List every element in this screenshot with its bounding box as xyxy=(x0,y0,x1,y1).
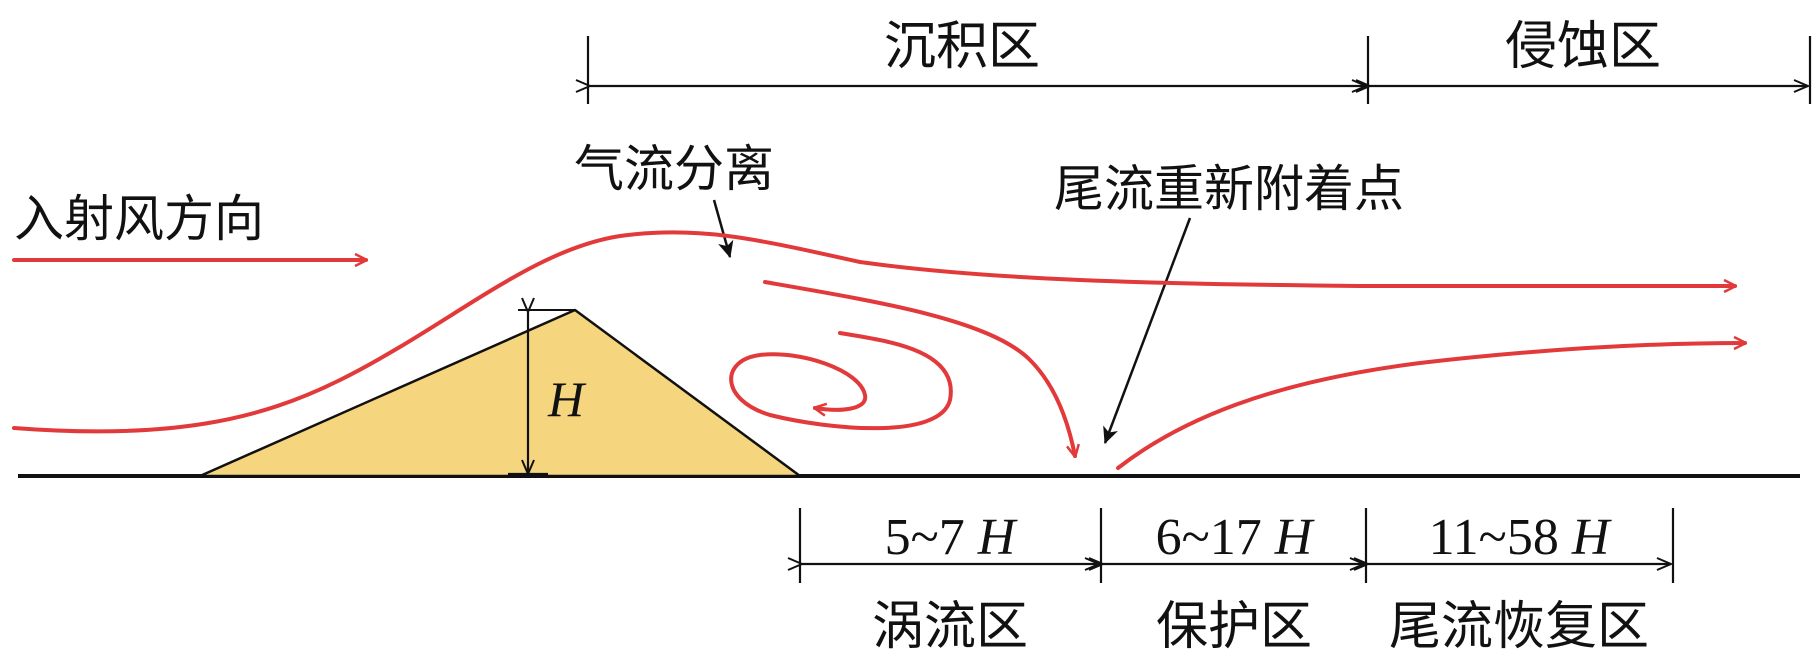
dune-shape xyxy=(198,308,802,478)
height-dimension: H xyxy=(508,312,587,476)
incident-wind-label: 入射风方向 xyxy=(14,190,264,248)
upper-flow-streamline xyxy=(12,230,1737,434)
protection-distance-label: 6~17 H xyxy=(1156,509,1315,566)
separated-flow-streamline xyxy=(763,280,1075,456)
recovery-distance-label: 11~58 H xyxy=(1429,509,1612,566)
wake-recovery-zone-label: 尾流恢复区 xyxy=(1389,597,1649,657)
erosion-zone-dimension: 侵蚀区 xyxy=(1370,17,1812,104)
protection-zone-label: 保护区 xyxy=(1156,597,1312,657)
eddy-distance-label: 5~7 H xyxy=(885,509,1018,566)
wake-reattachment-pointer xyxy=(1103,217,1192,445)
eddy-zone-label: 涡流区 xyxy=(872,597,1028,657)
wake-recovery-streamline xyxy=(1116,343,1745,470)
wake-reattachment-label: 尾流重新附着点 xyxy=(1054,160,1404,218)
flow-separation-pointer xyxy=(712,199,734,259)
flow-separation-label: 气流分离 xyxy=(574,140,774,198)
deposition-zone-dimension: 沉积区 xyxy=(588,17,1370,104)
height-symbol: H xyxy=(547,371,587,427)
eddy-spiral xyxy=(729,331,953,431)
deposition-zone-label: 沉积区 xyxy=(884,17,1040,77)
bottom-dimensions: 5~7 H 6~17 H 11~58 H 涡流区 保护区 尾流恢复区 xyxy=(800,508,1675,657)
erosion-zone-label: 侵蚀区 xyxy=(1505,17,1661,77)
